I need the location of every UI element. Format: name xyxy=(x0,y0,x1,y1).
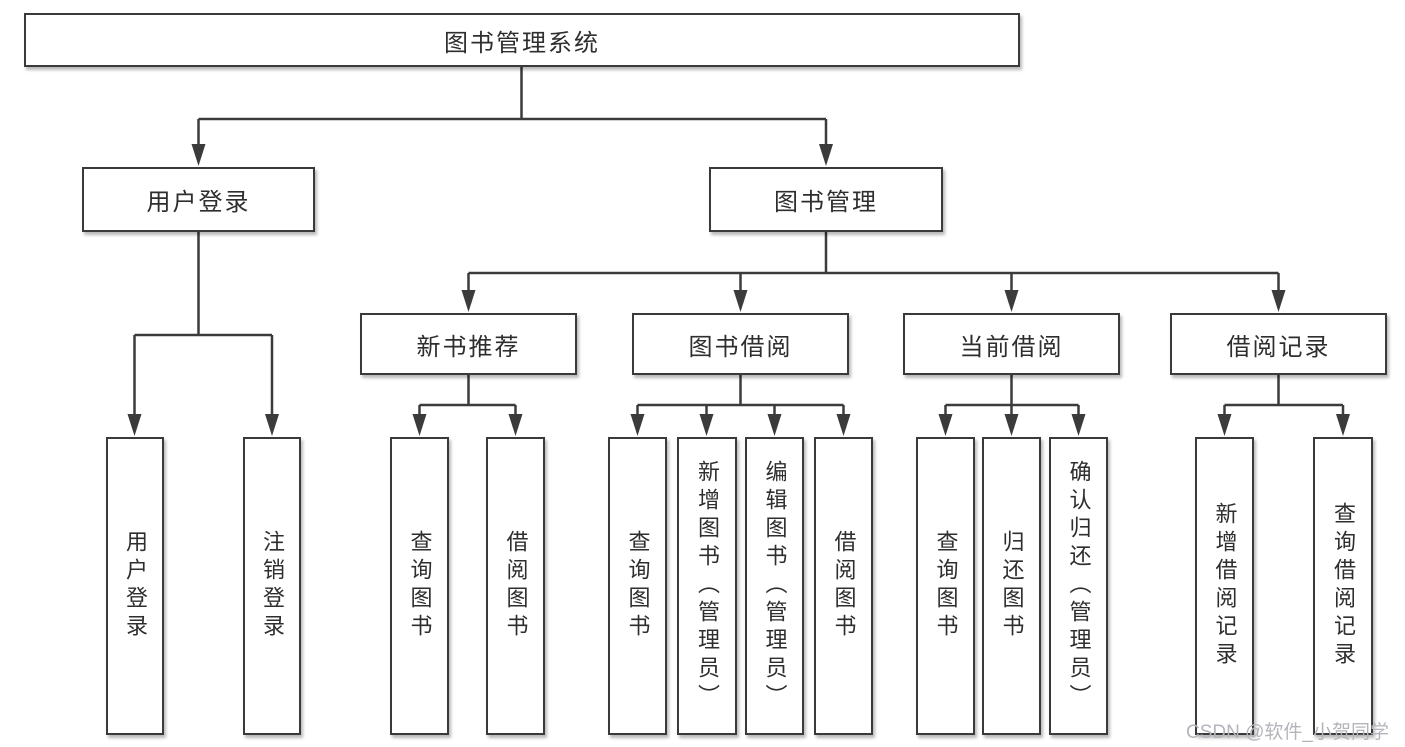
connector-root-to-level2 xyxy=(197,67,828,147)
arrowhead-icon xyxy=(1336,414,1350,436)
node-book-management: 图书管理 xyxy=(709,167,943,232)
leaf-add-books-admin: 新增图书（管理员） xyxy=(677,437,737,735)
arrowhead-icon xyxy=(1071,414,1086,436)
arrowhead-icon xyxy=(461,290,476,312)
leaf-add-borrow-record-label: 新增借阅记录 xyxy=(1212,502,1238,670)
leaf-query-borrow-record: 查询借阅记录 xyxy=(1313,437,1373,735)
leaf-query-borrow-record-label: 查询借阅记录 xyxy=(1331,502,1356,670)
arrowhead-icon xyxy=(767,414,782,436)
arrowhead-icon xyxy=(819,144,833,166)
arrowhead-icon xyxy=(1004,414,1019,436)
leaf-recommend-borrow-books-label: 借阅图书 xyxy=(503,530,529,642)
arrowhead-icon xyxy=(733,290,748,312)
connector-borrow-record-to-children xyxy=(1223,375,1345,417)
leaf-edit-books-admin-label: 编辑图书（管理员） xyxy=(762,460,788,712)
leaf-recommend-query-books-label: 查询图书 xyxy=(407,530,433,642)
node-user-login-label: 用户登录 xyxy=(146,189,251,216)
leaf-current-query-books: 查询图书 xyxy=(916,437,975,735)
leaf-add-books-admin-label: 新增图书（管理员） xyxy=(695,460,720,712)
node-root-label: 图书管理系统 xyxy=(444,29,600,57)
leaf-borrow-query-books-label: 查询图书 xyxy=(625,530,651,642)
arrowhead-icon xyxy=(412,414,427,436)
arrowhead-icon xyxy=(127,414,142,436)
leaf-current-query-books-label: 查询图书 xyxy=(933,530,959,642)
arrowhead-icon xyxy=(1004,290,1019,312)
arrowhead-icon xyxy=(938,414,953,436)
leaf-confirm-return-admin-label: 确认归还（管理员） xyxy=(1066,460,1092,712)
connector-user-login-to-children xyxy=(133,232,274,417)
arrowheads xyxy=(127,144,1350,436)
node-new-book-recommend: 新书推荐 xyxy=(360,313,577,375)
arrowhead-icon xyxy=(191,144,206,166)
node-book-management-label: 图书管理 xyxy=(774,189,878,216)
leaf-logout: 注销登录 xyxy=(243,437,301,735)
leaf-confirm-return-admin: 确认归还（管理员） xyxy=(1049,437,1108,735)
leaf-edit-books-admin: 编辑图书（管理员） xyxy=(745,437,804,735)
node-borrow-record: 借阅记录 xyxy=(1170,313,1387,375)
arrowhead-icon xyxy=(630,414,645,436)
leaf-borrow-books: 借阅图书 xyxy=(814,437,873,735)
arrowhead-icon xyxy=(508,414,523,436)
node-book-borrow-label: 图书借阅 xyxy=(688,333,793,361)
leaf-logout-label: 注销登录 xyxy=(260,530,285,642)
arrowhead-icon xyxy=(699,414,714,436)
node-book-borrow: 图书借阅 xyxy=(632,313,849,375)
node-root: 图书管理系统 xyxy=(24,13,1020,67)
leaf-borrow-query-books: 查询图书 xyxy=(608,437,667,735)
leaf-borrow-books-label: 借阅图书 xyxy=(831,530,857,642)
arrowhead-icon xyxy=(1271,290,1286,312)
connector-book-borrow-to-children xyxy=(636,375,845,417)
leaf-recommend-borrow-books: 借阅图书 xyxy=(486,437,545,735)
connector-book-mgmt-to-level3 xyxy=(467,232,1280,293)
node-current-borrow-label: 当前借阅 xyxy=(959,333,1064,361)
arrowhead-icon xyxy=(836,414,851,436)
leaf-add-borrow-record: 新增借阅记录 xyxy=(1195,437,1254,735)
connector-new-book-recommend-to-children xyxy=(418,375,517,417)
node-current-borrow: 当前借阅 xyxy=(903,313,1120,375)
leaf-user-login-label: 用户登录 xyxy=(123,530,148,642)
node-borrow-record-label: 借阅记录 xyxy=(1226,333,1331,361)
arrowhead-icon xyxy=(1217,414,1232,436)
leaf-user-login: 用户登录 xyxy=(106,437,164,735)
leaf-return-books-label: 归还图书 xyxy=(999,530,1025,642)
arrowhead-icon xyxy=(265,414,279,436)
leaf-recommend-query-books: 查询图书 xyxy=(390,437,449,735)
node-new-book-recommend-label: 新书推荐 xyxy=(416,333,521,361)
node-user-login: 用户登录 xyxy=(82,167,315,232)
leaf-return-books: 归还图书 xyxy=(982,437,1041,735)
connector-shafts xyxy=(133,67,1345,417)
connector-current-borrow-to-children xyxy=(944,375,1080,417)
